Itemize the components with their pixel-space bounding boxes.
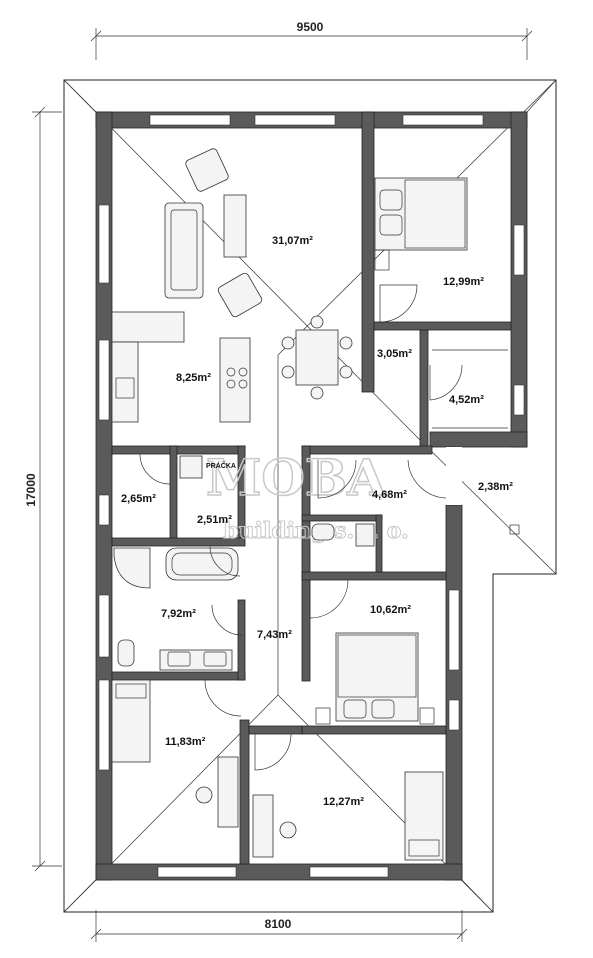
dimension-top: 9500 (90, 20, 533, 60)
area-wardrobe: 4,52m² (449, 394, 484, 406)
coffee-table (223, 194, 247, 258)
area-utility: 2,51m² (197, 514, 232, 526)
dimension-top-label: 9500 (297, 20, 324, 34)
toilet-small (311, 523, 335, 541)
bed-se (404, 771, 444, 861)
dimension-left-label: 17000 (24, 473, 38, 507)
area-kitchen: 8,25m² (176, 372, 211, 384)
bath-vanity (159, 649, 233, 671)
furniture (111, 148, 508, 861)
room-labels: 31,07m² 12,99m² 8,25m² 3,05m² 4,52m² 2,6… (121, 235, 513, 808)
doors (139, 284, 463, 771)
area-room-se: 12,27m² (323, 796, 364, 808)
sofa (164, 202, 204, 299)
shower (113, 547, 151, 589)
windows (98, 114, 525, 878)
washing-machine (179, 455, 203, 479)
bathtub (165, 547, 239, 581)
bed-2 (335, 632, 419, 722)
area-terrace: 2,38m² (478, 481, 513, 493)
area-room-sw: 11,83m² (165, 736, 206, 748)
dimension-bottom: 8100 (90, 910, 468, 942)
desk-sw (217, 756, 239, 828)
dining-table (295, 329, 339, 386)
kitchen-counter-right (219, 337, 251, 423)
area-bedroom-2: 10,62m² (370, 604, 411, 616)
sink-small (355, 523, 375, 547)
bed-master (374, 177, 468, 251)
bed-sw (111, 679, 151, 763)
dimension-bottom-label: 8100 (265, 917, 292, 931)
dimension-left: 17000 (24, 106, 62, 872)
area-bedroom-master: 12,99m² (443, 276, 484, 288)
desk-se (252, 794, 274, 858)
area-living-room: 31,07m² (272, 235, 313, 247)
terrace-marker (509, 524, 520, 535)
armchair-top (185, 148, 229, 192)
area-hall-small: 3,05m² (377, 348, 412, 360)
kitchen-counter-top (111, 311, 185, 343)
label-laundry: PRÁČKA (206, 461, 236, 470)
watermark-brand: MOBA (206, 448, 387, 507)
armchair-bottom (217, 272, 263, 318)
toilet (117, 639, 135, 667)
area-bathroom-2: 4,68m² (372, 489, 407, 501)
area-pantry: 2,65m² (121, 493, 156, 505)
area-corridor: 7,43m² (257, 629, 292, 641)
interior-walls (111, 111, 512, 865)
area-bathroom: 7,92m² (161, 608, 196, 620)
